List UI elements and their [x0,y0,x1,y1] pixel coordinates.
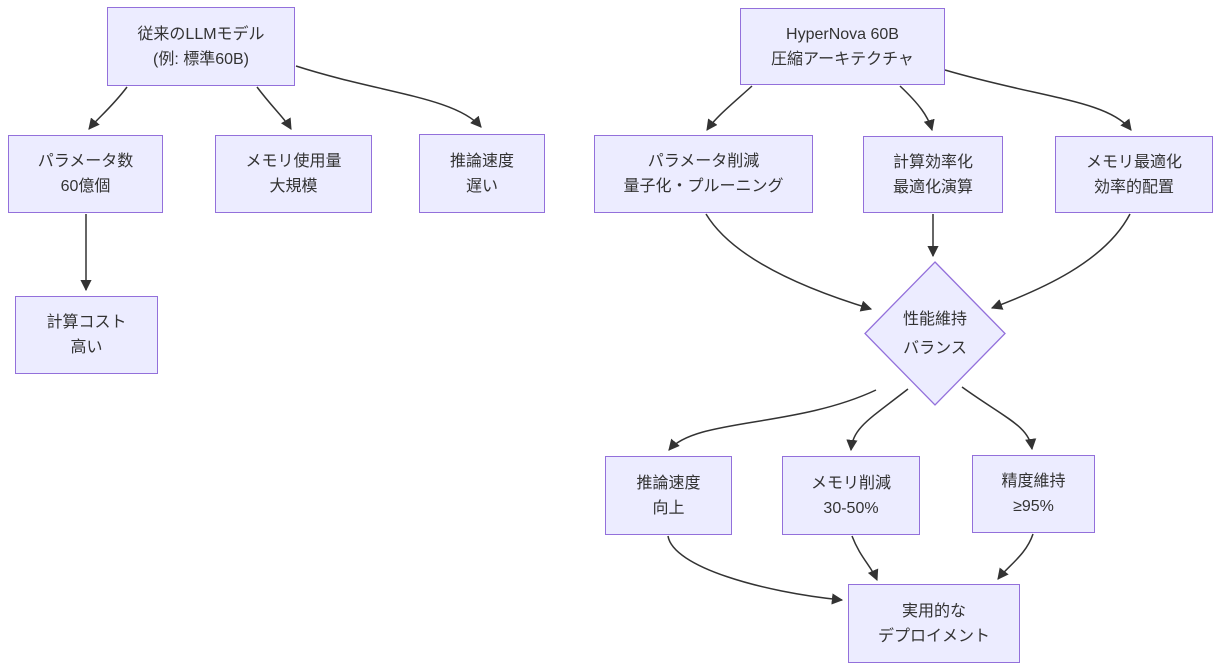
node-memory-reduction: メモリ削減 30-50% [782,456,920,535]
node-label: メモリ使用量 [245,153,342,170]
edge-memory-cut-to-deployment [851,535,879,582]
node-label: 大規模 [269,178,318,195]
node-label: 最適化演算 [892,178,973,196]
edge-perf-balance-to-accuracy [961,386,1037,451]
edge-perf-balance-to-inference-up [668,389,877,451]
node-label: パラメータ削減 [647,153,760,170]
node-label: HyperNova 60B [786,25,899,43]
performance-balance-diamond-shape [864,261,1006,406]
node-inference-speedup: 推論速度 向上 [605,456,732,535]
node-label: メモリ削減 [810,474,891,492]
node-param-reduction: パラメータ削減 量子化・プルーニング [594,135,813,213]
node-label: 圧縮アーキテクチャ [771,50,914,68]
node-performance-balance: 性能維持 バランス [865,262,1005,405]
node-param-count: パラメータ数 60億個 [8,135,163,213]
node-label: 遅い [465,177,498,195]
node-label: 効率的配置 [1093,178,1174,196]
node-label: デプロイメント [877,627,990,645]
edge-memory-opt-to-perf-balance [990,213,1131,310]
node-hypernova: HyperNova 60B 圧縮アーキテクチャ [740,8,945,85]
node-legacy-model: 従来のLLMモデル (例: 標準60B) [107,7,295,86]
node-label: バランス [903,339,967,357]
edge-accuracy-to-deployment [997,533,1034,580]
node-label: ≥95% [1013,498,1054,515]
edge-hypernova-to-memory-opt [944,69,1132,131]
node-label: (例: 標準60B) [152,50,250,68]
node-label: 量子化・プルーニング [623,178,784,195]
node-label: 30-50% [823,499,879,517]
node-label: 計算効率化 [892,153,973,171]
node-label: パラメータ数 [37,153,134,170]
node-label: 60億個 [60,178,111,195]
node-label: 性能維持 [902,310,967,328]
node-label: 向上 [652,499,685,517]
node-label: 推論速度 [636,474,701,492]
node-label: 高い [70,339,103,356]
node-label: 計算コスト [46,314,127,331]
edge-param-reduction-to-perf-balance [705,213,873,312]
edge-hypernova-to-compute-eff [899,85,935,132]
node-inference-slow: 推論速度 遅い [419,134,545,213]
edge-legacy-to-param-count [88,86,128,130]
node-compute-cost: 計算コスト 高い [15,296,158,374]
edge-legacy-to-inference-slow [295,65,482,128]
node-label: 精度維持 [1001,473,1066,490]
node-label: メモリ最適化 [1085,153,1182,171]
node-memory-optimization: メモリ最適化 効率的配置 [1055,136,1213,213]
edge-perf-balance-to-memory-cut [846,388,909,452]
edge-inference-up-to-deployment [667,535,844,605]
node-label: 推論速度 [449,152,514,170]
node-compute-efficiency: 計算効率化 最適化演算 [863,136,1003,213]
node-accuracy-retention: 精度維持 ≥95% [972,455,1095,533]
node-label: 実用的な [901,602,966,620]
edge-hypernova-to-param-reduction [706,85,753,131]
node-deployment: 実用的な デプロイメント [848,584,1020,663]
edge-legacy-to-memory-usage [256,86,292,130]
node-memory-usage: メモリ使用量 大規模 [215,135,372,213]
node-label: 従来のLLMモデル [137,25,265,43]
